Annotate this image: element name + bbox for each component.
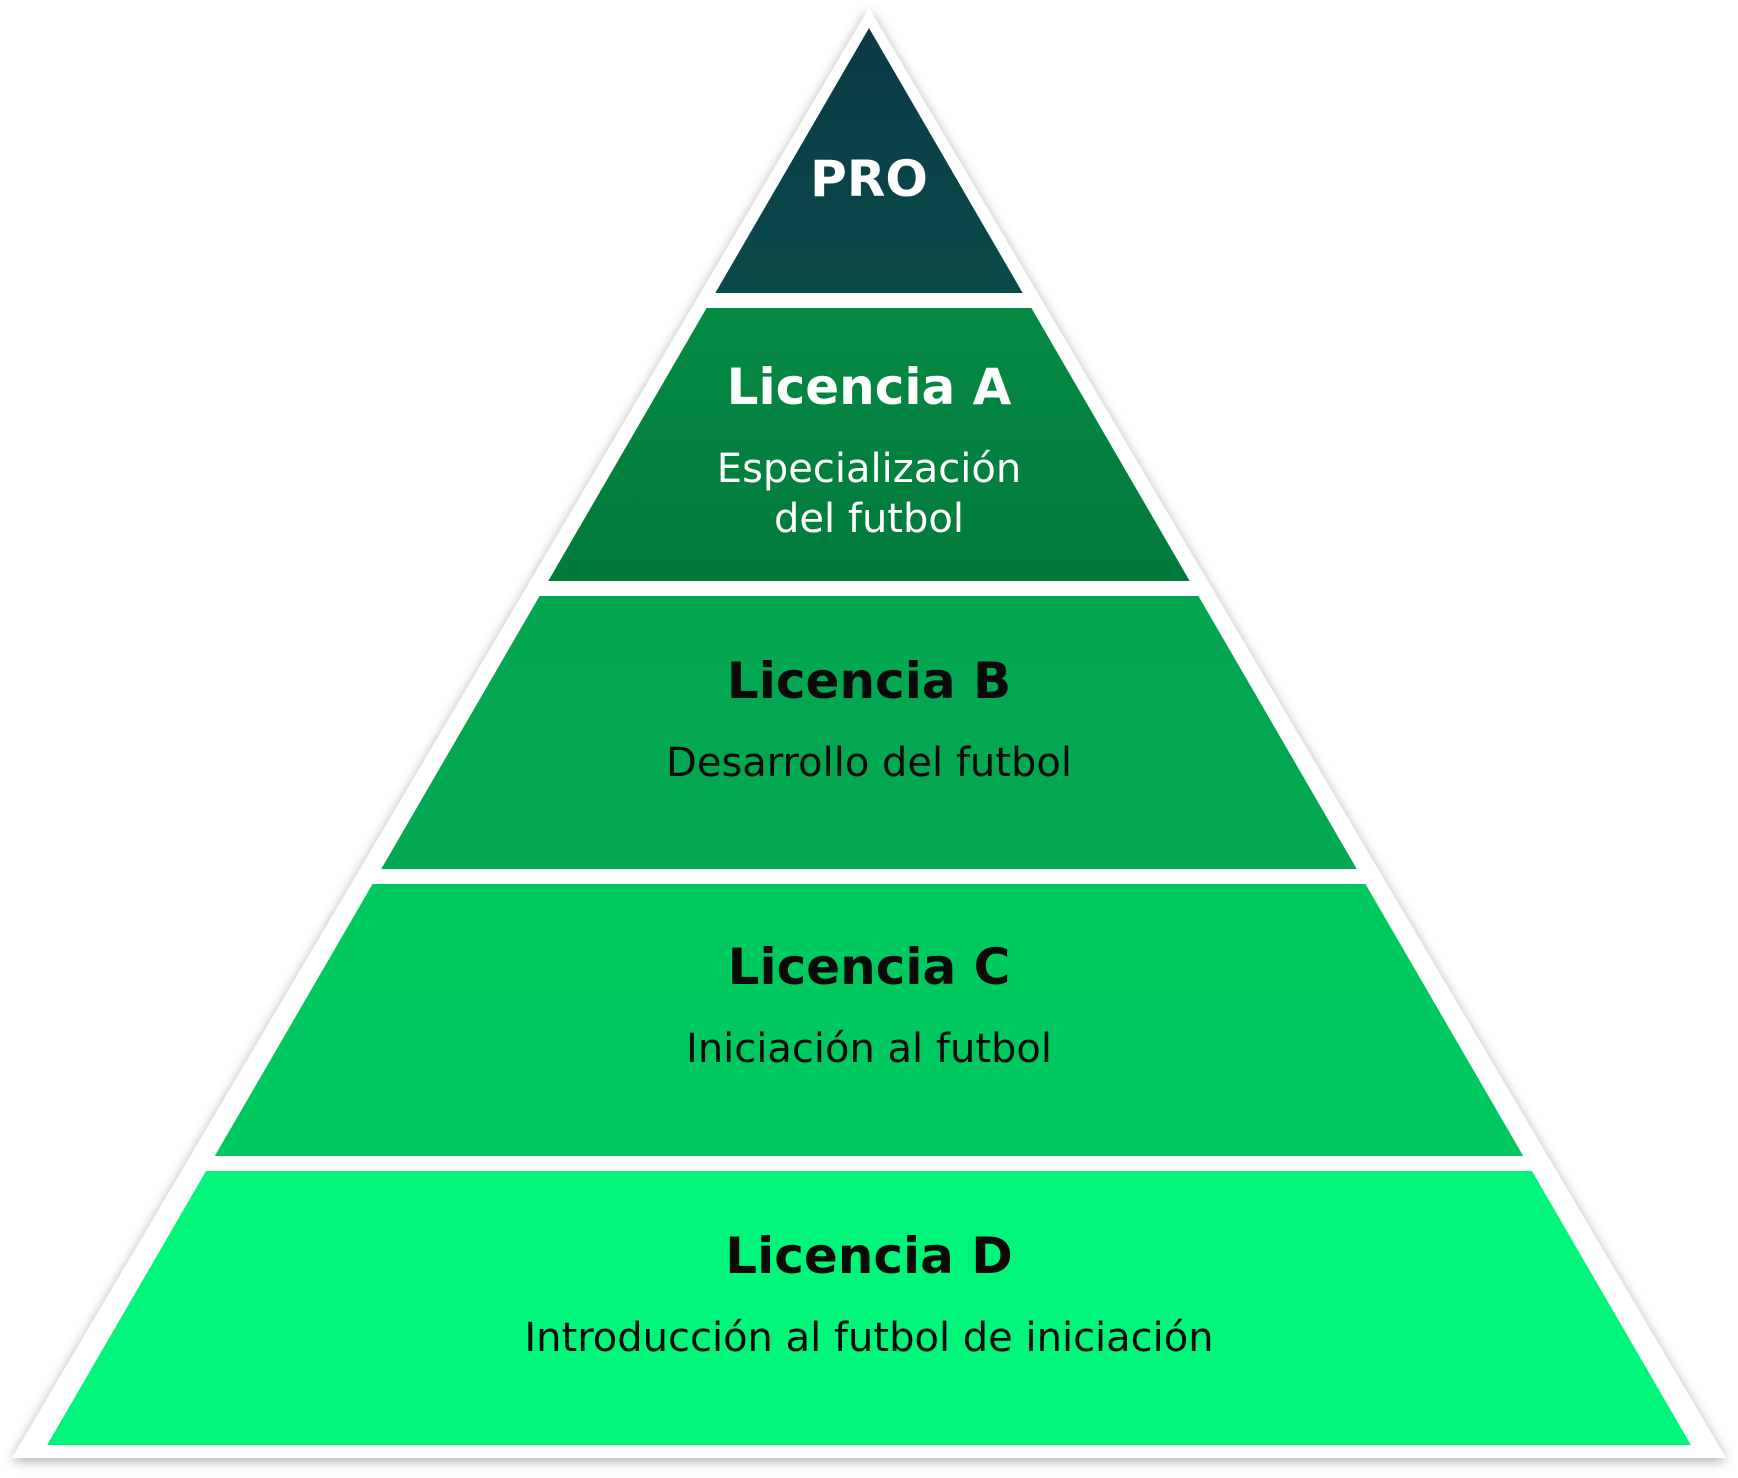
- tier-licencia-c: Licencia C Iniciación al futbol: [214, 884, 1524, 1156]
- tier-licencia-d-shape: [47, 1171, 1691, 1445]
- tier-licencia-b-description: Desarrollo del futbol: [666, 740, 1072, 786]
- tier-licencia-c-shape: [214, 884, 1524, 1156]
- tier-licencia-d-description: Introducción al futbol de iniciación: [524, 1315, 1213, 1361]
- tier-licencia-d: Licencia D Introducción al futbol de inic…: [47, 1171, 1691, 1445]
- tier-licencia-c-title: Licencia C: [728, 938, 1011, 996]
- tier-pro: PRO: [715, 28, 1023, 293]
- tier-licencia-a-title: Licencia A: [727, 358, 1012, 416]
- tier-pro-shape: [715, 28, 1023, 293]
- tier-pro-title: PRO: [810, 150, 928, 208]
- tier-licencia-a-description: Especialización: [717, 446, 1021, 492]
- tier-licencia-b-shape: [381, 596, 1357, 869]
- tier-licencia-a-shape: [548, 308, 1190, 581]
- tier-licencia-a-description: del futbol: [774, 496, 964, 542]
- tier-licencia-b: Licencia B Desarrollo del futbol: [381, 596, 1357, 869]
- tier-licencia-c-description: Iniciación al futbol: [686, 1026, 1052, 1072]
- tier-licencia-b-title: Licencia B: [727, 652, 1011, 710]
- tier-licencia-d-title: Licencia D: [725, 1227, 1013, 1285]
